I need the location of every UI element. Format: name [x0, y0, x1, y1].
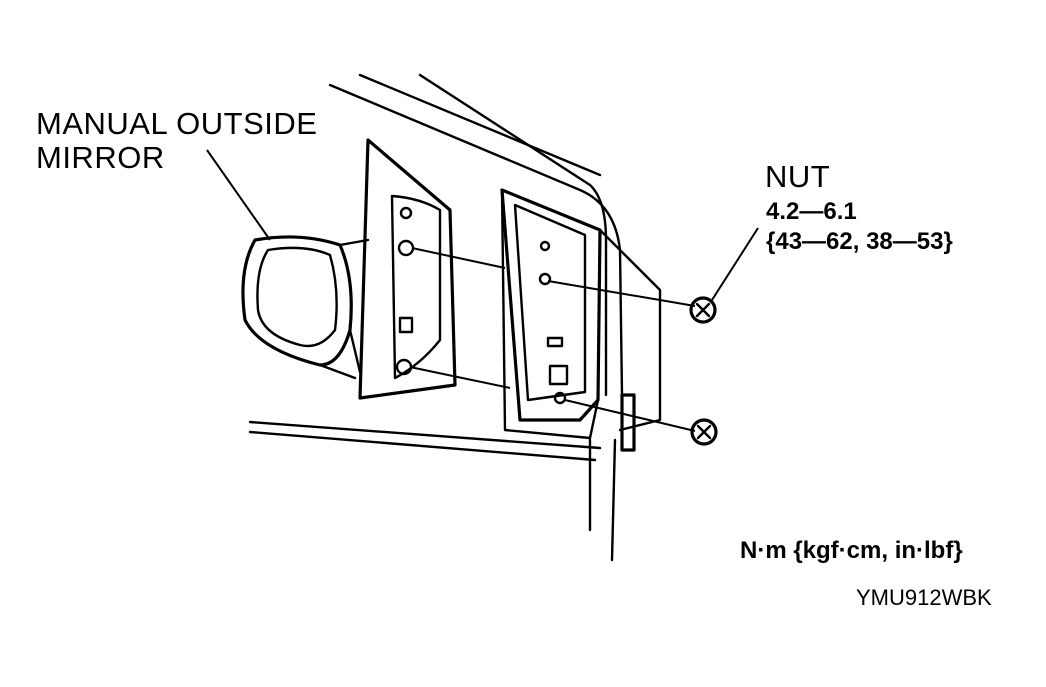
nut-leader-line: [711, 227, 759, 301]
mirror-label-line1: MANUAL OUTSIDE: [36, 106, 318, 141]
nut-torque-alt: {43—62, 38—53}: [766, 228, 953, 255]
nut-upper: [689, 296, 717, 324]
nut-lower: [690, 418, 718, 446]
mirror-housing: [241, 235, 370, 380]
nut-label: NUT: [765, 159, 831, 194]
mirror-callout: MANUAL OUTSIDE MIRROR: [36, 107, 317, 175]
mirror-leader-line: [206, 149, 271, 241]
mirror-base-plate: [358, 138, 457, 400]
stud-guide-lines: [409, 247, 696, 432]
nut-torque-nm: 4.2—6.1: [766, 198, 857, 225]
door-inner-panel: [500, 188, 662, 452]
torque-units-legend: N·m {kgf·cm, in·lbf}: [740, 537, 963, 564]
figure-code: YMU912WBK: [856, 585, 992, 610]
mirror-label-line2: MIRROR: [36, 140, 165, 175]
